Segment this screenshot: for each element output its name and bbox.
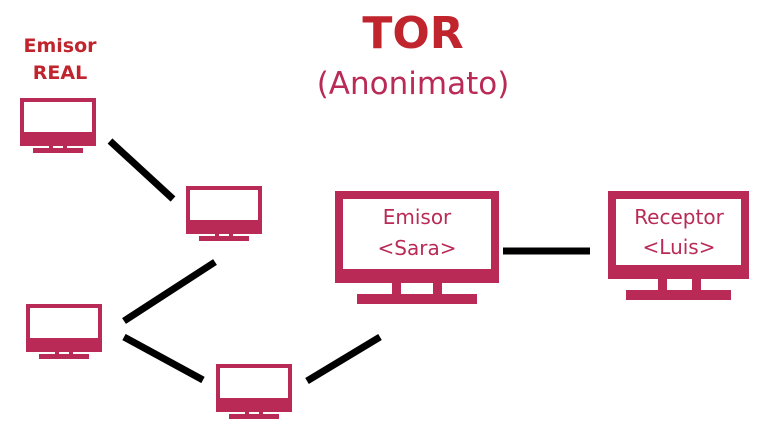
link-node2-to-node3 <box>122 333 205 384</box>
diagram-title: TOR <box>362 8 463 59</box>
real-sender-label-line1: Emisor <box>23 35 97 57</box>
sender-label-line1: Emisor <box>383 205 452 229</box>
receiver-label-line1: Receptor <box>634 205 724 229</box>
link-node1-to-node2 <box>122 259 217 324</box>
sender-computer: Emisor <Sara> <box>335 191 499 304</box>
network-links <box>107 138 590 384</box>
real-sender-computer-icon <box>20 98 96 153</box>
receiver-label-line2: <Luis> <box>643 235 716 259</box>
link-node3-to-sender <box>305 334 382 384</box>
diagram-subtitle: (Anonimato) <box>317 66 510 102</box>
sender-label-line2: <Sara> <box>378 236 457 260</box>
link-real-to-node1 <box>107 138 176 202</box>
relay-node-2-computer-icon <box>26 304 102 359</box>
real-sender-label-line2: REAL <box>33 62 87 84</box>
receiver-computer: Receptor <Luis> <box>608 191 749 300</box>
relay-node-1-computer-icon <box>186 186 262 241</box>
relay-node-3-computer-icon <box>216 364 292 419</box>
